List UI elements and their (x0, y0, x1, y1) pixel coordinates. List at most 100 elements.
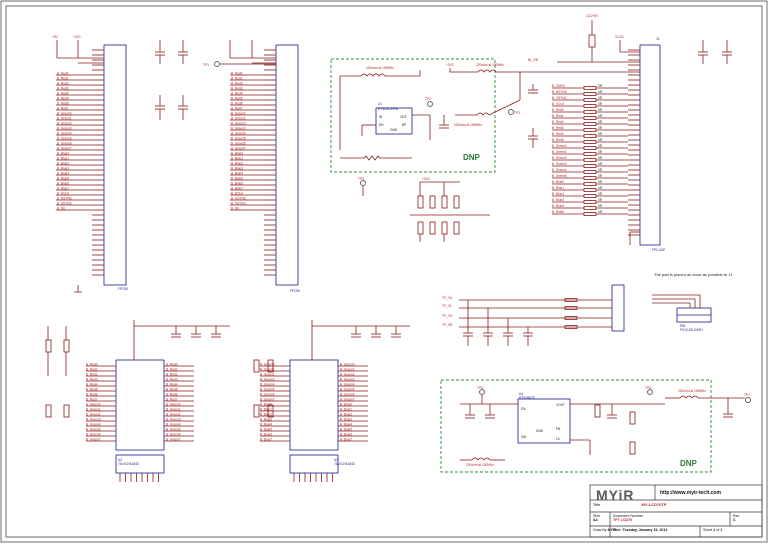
title-block (589, 484, 763, 538)
right-series-resistor (583, 116, 597, 120)
right-series-net: B_VCLK (552, 102, 565, 106)
right-vlcd-rail: VLCD (615, 35, 624, 39)
left-connector-net: B_HSYNC (57, 196, 73, 200)
drawn-by-cell: Draw By MYIR (593, 528, 617, 532)
size-label: Size (593, 514, 600, 518)
middle-connector-net: B_Blue7 (231, 186, 243, 190)
right-series-resistor-value: 0R (598, 192, 603, 196)
middle-connector-net: B_Blue2 (231, 161, 243, 165)
of-value: 1 (720, 528, 723, 532)
right-series-net: B_Red1 (552, 114, 564, 118)
right-series-resistor (583, 194, 597, 198)
left-connector-net: B_Red4 (57, 91, 69, 95)
right-series-resistor (583, 110, 597, 114)
size-value: A4 (593, 518, 598, 522)
buffer-input-net: B_Red1 (86, 367, 98, 371)
right-series-net: B_Red3 (552, 126, 564, 130)
right-series-resistor (583, 158, 597, 162)
left-connector-net: B_Red7 (57, 106, 69, 110)
touch-caps (463, 300, 533, 346)
left-connector-net: B_Red6 (57, 101, 69, 105)
testpoint-tp6-label: TP6 (645, 386, 651, 390)
middle-connector-net: B_Blue4 (231, 171, 243, 175)
right-series-resistor (583, 98, 597, 102)
right-series-resistor-value: 0R (598, 102, 603, 106)
left-connector-net: B_VSYNC (57, 201, 73, 205)
right-series-resistor (583, 188, 597, 192)
buffer-output-net: B_Blue7 (340, 437, 352, 441)
buffer-input-net: B_Green2 (86, 412, 101, 416)
right-connector-label: FPC-40P (652, 248, 665, 252)
buffer-input-net: B_Green2 (260, 372, 275, 376)
buffer-input-net: B_Green3 (260, 377, 275, 381)
middle-connector-net: B_Red1 (231, 76, 243, 80)
title-value: MY-LCD70TP (641, 502, 667, 507)
right-series-net: B_Green4 (552, 168, 567, 172)
right-series-resistor-value: 0R (598, 114, 603, 118)
right-series-resistor-value: 0R (598, 108, 603, 112)
right-series-net: B_Green2 (552, 156, 567, 160)
right-series-net: B_Blue4 (552, 204, 564, 208)
left-caps (155, 40, 188, 120)
right-series-resistor-value: 0R (598, 156, 603, 160)
buffer-input-net: B_Green5 (86, 427, 101, 431)
buffer-output-net: B_Blue0 (340, 402, 352, 406)
testpoint-tp7-icon (745, 397, 751, 403)
drawn-by-label: Draw By (593, 528, 607, 532)
touch-pullups: TP4 +3V3 (358, 177, 490, 242)
u4-pin-vout: VOUT (556, 403, 565, 407)
middle-connector-net: B_Red5 (231, 96, 243, 100)
left-connector-net: B_Green6 (57, 141, 72, 145)
left-connector-net: B_Red2 (57, 81, 69, 85)
buffer-output-net: B_Green3 (166, 417, 181, 421)
right-connector: J1 FPC-40P VLCD (615, 35, 732, 252)
buffer-output-net: B_Red1 (166, 367, 178, 371)
buffer-input-net: B_Green6 (260, 392, 275, 396)
date-value: Tuesday, January 15, 2013 (622, 528, 668, 532)
u4-pin-gnd: GND (536, 429, 544, 433)
u4-ref: U4 (519, 392, 523, 396)
buffer-output-net: B_Red3 (166, 377, 178, 381)
buffer-input-net: B_Blue0 (260, 402, 272, 406)
size-cell: Size A4 (593, 514, 600, 522)
middle-connector-net: B_Red7 (231, 106, 243, 110)
inductor-l3-value: 220ohm at 100MHz (476, 63, 504, 67)
u1-pin-gnd: GND (390, 128, 398, 132)
title-row: Title MY-LCD70TP (593, 502, 666, 507)
buffer-input-net: B_Blue1 (260, 407, 272, 411)
drawn-by-value: MYIR (607, 528, 617, 532)
right-series-resistor-value: 0R (598, 180, 603, 184)
right-series-net: B_Green5 (552, 174, 567, 178)
u1-ref: U1 (378, 102, 382, 106)
right-series-resistor-value: 0R (598, 168, 603, 172)
buffer-input-net: B_Green4 (86, 422, 101, 426)
u4-pin-lx: LX (556, 437, 561, 441)
right-series-resistor-value: 0R (598, 138, 603, 142)
left-connector-net: B_Green4 (57, 131, 72, 135)
buffer-output-net: B_Red5 (166, 387, 178, 391)
right-series-net: B_Green1 (552, 150, 567, 154)
right-series-net: B_VDEN (552, 84, 565, 88)
left-connector-net: B_Blue4 (57, 171, 69, 175)
u1-pin-in: IN (379, 115, 383, 119)
left-rail-b: +3V3 (73, 35, 81, 39)
middle-connector-net: B_Green0 (231, 111, 246, 115)
right-series-resistor-value: 0R (598, 90, 603, 94)
buffer-input-net: B_Red3 (86, 377, 98, 381)
buffer-output-net: B_Blue5 (340, 427, 352, 431)
of-label: of (716, 528, 720, 532)
u2-part: 74LVCH16245 (118, 462, 139, 466)
u4-pin-en: EN (521, 407, 526, 411)
testpoint-tp3-icon (508, 109, 514, 115)
left-connector-net: B_Blue1 (57, 156, 69, 160)
left-connector-net: B_Green1 (57, 116, 72, 120)
buffer-output-net: B_Green5 (166, 427, 181, 431)
touch-net: TP_XR (442, 323, 453, 327)
buffer-input-net: B_Red6 (86, 392, 98, 396)
u1-pin-en: EN (379, 123, 384, 127)
testpoint-tp7-label: TP7 (744, 393, 750, 397)
testpoint-tp2-icon (427, 101, 433, 107)
